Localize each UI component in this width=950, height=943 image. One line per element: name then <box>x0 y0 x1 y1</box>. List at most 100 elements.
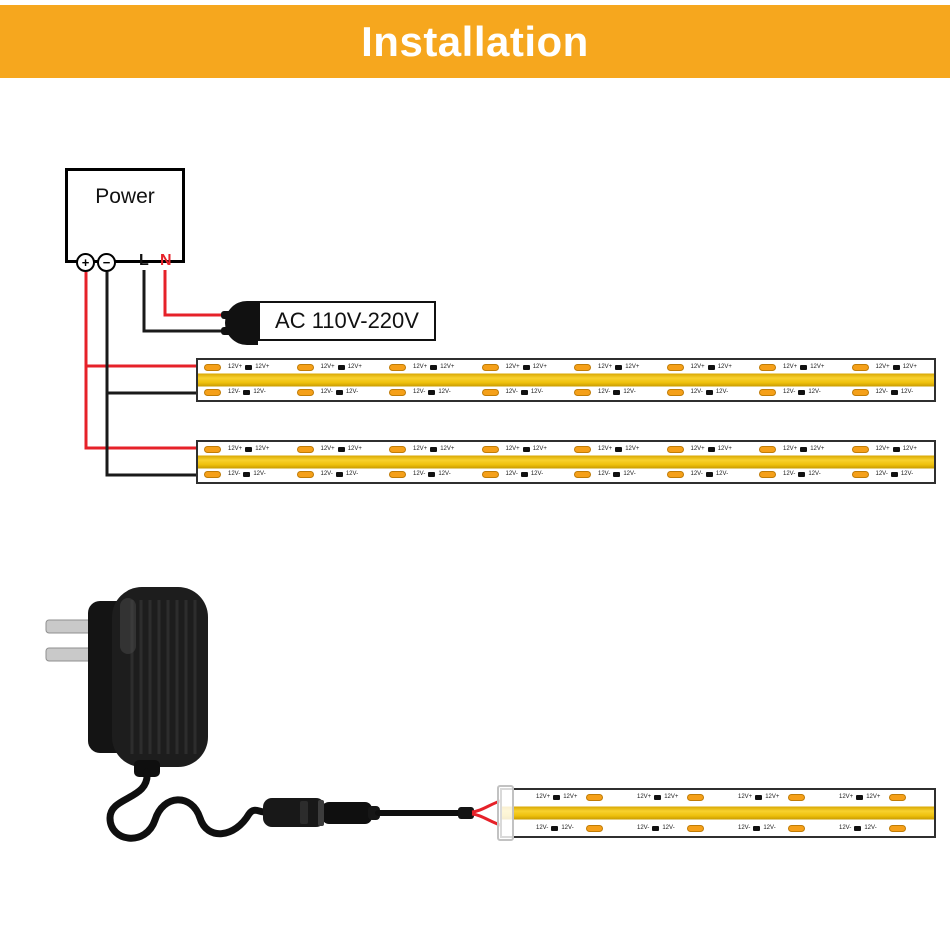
voltage-label-negative: 12V- <box>413 471 426 477</box>
resistor-chip <box>335 390 343 395</box>
voltage-label-negative: 12V- <box>623 471 636 477</box>
resistor-chip <box>245 447 253 452</box>
voltage-label-negative: 12V- <box>690 471 703 477</box>
cob-led-band <box>198 455 934 469</box>
voltage-label-positive: 12V+ <box>228 446 243 452</box>
resistor-chip <box>520 390 528 395</box>
solder-pad <box>759 471 776 478</box>
voltage-label-positive: 12V+ <box>875 364 890 370</box>
voltage-label-positive: 12V+ <box>625 364 640 370</box>
solder-pad <box>481 389 499 396</box>
strip-labels: 12V-12V- <box>783 471 821 478</box>
voltage-label-positive: 12V+ <box>413 446 428 452</box>
strip-labels: 12V- 12V- <box>690 471 729 478</box>
resistor-chip <box>652 826 660 831</box>
strip-labels: 12V+12V+ <box>506 364 547 371</box>
resistor-chip <box>800 447 808 452</box>
positive-terminal: + <box>76 253 95 272</box>
resistor-chip <box>430 447 438 452</box>
connector-male <box>322 802 372 824</box>
resistor-chip <box>430 365 438 370</box>
solder-pad <box>666 389 684 396</box>
negative-terminal: − <box>97 253 116 272</box>
adapter-pin <box>45 647 93 662</box>
voltage-label-positive: 12V+ <box>866 794 881 800</box>
solder-pad <box>389 471 406 478</box>
strip-labels: 12V+ 12V+ <box>228 446 269 453</box>
voltage-label-negative: 12V- <box>839 825 852 831</box>
ac-voltage-box: AC 110V-220V <box>258 301 436 341</box>
voltage-label-negative: 12V- <box>715 471 729 477</box>
strip-labels: 12V+12V+ <box>876 364 917 371</box>
resistor-chip <box>892 447 900 452</box>
resistor-chip <box>245 365 253 370</box>
resistor-chip <box>753 826 761 831</box>
voltage-label-positive: 12V+ <box>810 364 825 370</box>
dc-barrel-connector <box>263 798 380 827</box>
strip-labels: 12V-12V- <box>691 389 728 396</box>
voltage-label-negative: 12V- <box>783 389 796 395</box>
solder-pad <box>296 389 314 396</box>
resistor-chip <box>428 472 436 477</box>
connector-tail <box>368 806 380 820</box>
voltage-label-positive: 12V+ <box>717 446 732 452</box>
resistor-chip <box>890 472 898 477</box>
strip-labels: 12V-12V- <box>228 389 266 396</box>
solder-pad <box>759 364 776 371</box>
strip-labels: 12V+12V+ <box>691 364 732 371</box>
strip-labels: 12V+12V+ <box>637 794 678 801</box>
voltage-label-positive: 12V+ <box>347 364 362 370</box>
resistor-chip <box>613 472 621 477</box>
solder-pad <box>389 446 406 453</box>
voltage-label-negative: 12V- <box>438 471 451 477</box>
wire-neutral-red <box>163 270 224 317</box>
solder-pad <box>889 794 906 801</box>
solder-pad <box>759 446 776 453</box>
cable-sleeve <box>458 807 474 819</box>
voltage-label-negative: 12V- <box>875 471 888 477</box>
voltage-label-positive: 12V+ <box>783 364 798 370</box>
led-strip-3: 12V+12V+12V-12V-12V+12V+12V-12V-12V+12V+… <box>500 788 936 838</box>
resistor-chip <box>854 826 862 831</box>
voltage-label-positive: 12V+ <box>536 794 551 800</box>
resistor-chip <box>615 365 623 370</box>
voltage-label-positive: 12V+ <box>875 446 890 452</box>
solder-pad <box>666 471 684 478</box>
voltage-label-positive: 12V+ <box>255 364 270 370</box>
adapter-highlight <box>120 598 136 654</box>
resistor-chip <box>800 365 808 370</box>
strip-labels: 12V-12V- <box>321 389 358 396</box>
cob-led-band <box>502 806 934 820</box>
adapter-pin <box>45 619 93 634</box>
solder-pad <box>389 364 406 371</box>
solder-pad <box>851 364 869 371</box>
solder-pad <box>574 364 591 371</box>
voltage-label-positive: 12V+ <box>255 446 270 452</box>
voltage-label-positive: 12V+ <box>563 794 578 800</box>
voltage-label-positive: 12V+ <box>532 364 547 370</box>
strip-labels: 12V-12V- <box>506 471 543 478</box>
solder-pad <box>788 825 805 832</box>
strip-labels: 12V-12V- <box>783 389 821 396</box>
voltage-label-positive: 12V+ <box>598 364 613 370</box>
solder-pad <box>574 471 591 478</box>
strip-labels: 12V-12V- <box>598 471 636 478</box>
voltage-label-positive: 12V+ <box>839 794 854 800</box>
voltage-label-negative: 12V- <box>530 389 544 395</box>
voltage-label-positive: 12V+ <box>810 446 825 452</box>
strip-labels: 12V+12V+ <box>738 794 779 801</box>
resistor-chip <box>798 390 806 395</box>
ac-voltage-label: AC 110V-220V <box>275 308 419 333</box>
voltage-label-positive: 12V+ <box>664 794 679 800</box>
strip-labels: 12V-12V- <box>875 471 913 478</box>
strip-labels: 12V-12V- <box>506 389 544 396</box>
solder-pad <box>851 389 869 396</box>
strip-labels: 12V+ 12V+ <box>691 446 732 453</box>
voltage-label-negative: 12V- <box>253 471 266 477</box>
solder-pad <box>574 389 591 396</box>
voltage-label-positive: 12V+ <box>690 446 705 452</box>
solder-pad <box>851 446 869 453</box>
solder-pad <box>586 794 603 801</box>
